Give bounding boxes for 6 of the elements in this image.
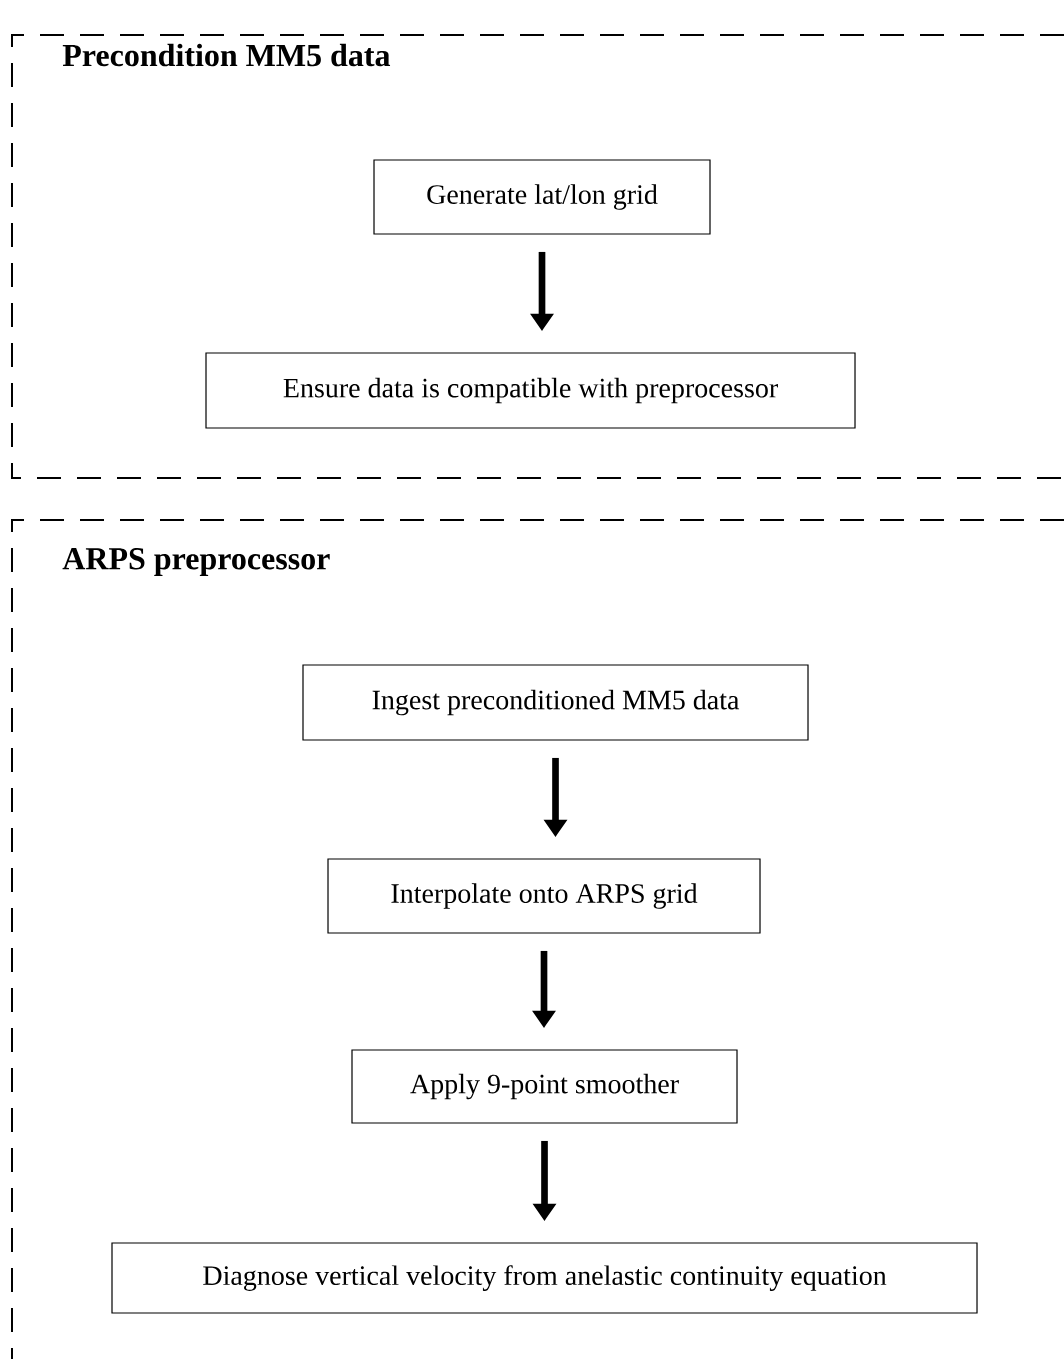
process-box: Ingest preconditioned MM5 data — [302, 664, 809, 741]
process-box: Ensure data is compatible with preprocessor — [205, 352, 856, 429]
process-box: Apply 9-point smoother — [351, 1049, 738, 1124]
process-box: Diagnose vertical velocity from anelastic continuity equation — [111, 1242, 978, 1314]
process-box: Generate lat/lon grid — [373, 159, 711, 235]
process-box: Interpolate onto ARPS grid — [327, 858, 761, 934]
